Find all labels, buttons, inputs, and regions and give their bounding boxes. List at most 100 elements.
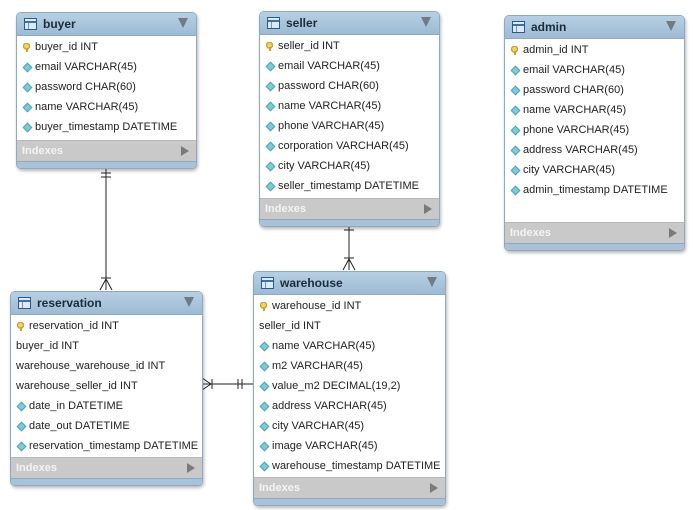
table-footer bbox=[260, 219, 439, 226]
column-row[interactable]: buyer_id INT bbox=[11, 336, 202, 356]
column-row[interactable]: name VARCHAR(45) bbox=[505, 100, 684, 120]
column-row[interactable]: warehouse_seller_id INT bbox=[11, 376, 202, 396]
column-definition: seller_id INT bbox=[259, 320, 321, 332]
collapse-arrow-icon[interactable] bbox=[178, 18, 188, 28]
table-buyer[interactable]: buyer buyer_id INT email VARCHAR(45) pas… bbox=[16, 12, 197, 169]
attribute-icon bbox=[22, 63, 31, 72]
attribute-icon bbox=[259, 422, 268, 431]
table-header[interactable]: buyer bbox=[17, 13, 196, 36]
attribute-icon bbox=[510, 66, 519, 75]
column-row[interactable]: name VARCHAR(45) bbox=[260, 96, 439, 116]
column-row[interactable]: name VARCHAR(45) bbox=[254, 336, 445, 356]
column-row[interactable]: city VARCHAR(45) bbox=[505, 160, 684, 180]
table-seller[interactable]: seller seller_id INT email VARCHAR(45) p… bbox=[259, 11, 440, 227]
column-list: reservation_id INT buyer_id INT warehous… bbox=[11, 315, 202, 456]
table-header[interactable]: reservation bbox=[11, 292, 202, 315]
column-row[interactable]: buyer_id INT bbox=[17, 37, 196, 57]
column-row[interactable]: buyer_timestamp DATETIME bbox=[17, 117, 196, 137]
table-admin[interactable]: admin admin_id INT email VARCHAR(45) pas… bbox=[504, 15, 685, 251]
column-row[interactable]: image VARCHAR(45) bbox=[254, 436, 445, 456]
column-row[interactable]: m2 VARCHAR(45) bbox=[254, 356, 445, 376]
column-definition: password CHAR(60) bbox=[278, 80, 379, 92]
table-header[interactable]: seller bbox=[260, 12, 439, 35]
column-definition: address VARCHAR(45) bbox=[272, 400, 387, 412]
attribute-icon bbox=[259, 402, 268, 411]
table-header[interactable]: admin bbox=[505, 16, 684, 39]
column-definition: admin_timestamp DATETIME bbox=[523, 184, 668, 196]
column-row[interactable]: name VARCHAR(45) bbox=[17, 97, 196, 117]
column-definition: city VARCHAR(45) bbox=[278, 160, 371, 172]
column-row[interactable]: phone VARCHAR(45) bbox=[505, 120, 684, 140]
attribute-icon bbox=[265, 82, 274, 91]
table-footer bbox=[17, 161, 196, 168]
column-row[interactable]: warehouse_id INT bbox=[254, 296, 445, 316]
attribute-icon bbox=[259, 442, 268, 451]
attribute-icon bbox=[22, 123, 31, 132]
attribute-icon bbox=[265, 182, 274, 191]
column-row[interactable]: date_out DATETIME bbox=[11, 416, 202, 436]
column-row[interactable]: value_m2 DECIMAL(19,2) bbox=[254, 376, 445, 396]
column-definition: reservation_timestamp DATETIME bbox=[29, 440, 199, 452]
column-row[interactable]: reservation_timestamp DATETIME bbox=[11, 436, 202, 456]
collapse-arrow-icon[interactable] bbox=[184, 297, 194, 307]
indexes-section[interactable]: Indexes bbox=[260, 198, 439, 219]
collapse-arrow-icon[interactable] bbox=[427, 277, 437, 287]
attribute-icon bbox=[510, 106, 519, 115]
indexes-section[interactable]: Indexes bbox=[254, 477, 445, 498]
column-row[interactable]: email VARCHAR(45) bbox=[17, 57, 196, 77]
expand-arrow-icon[interactable] bbox=[424, 204, 432, 214]
indexes-label: Indexes bbox=[265, 203, 306, 215]
column-definition: password CHAR(60) bbox=[523, 84, 624, 96]
expand-arrow-icon[interactable] bbox=[187, 463, 195, 473]
column-row[interactable]: reservation_id INT bbox=[11, 316, 202, 336]
table-reservation[interactable]: reservation reservation_id INT buyer_id … bbox=[10, 291, 203, 486]
expand-arrow-icon[interactable] bbox=[181, 146, 189, 156]
indexes-section[interactable]: Indexes bbox=[11, 457, 202, 478]
attribute-icon bbox=[265, 62, 274, 71]
column-row[interactable]: seller_timestamp DATETIME bbox=[260, 176, 439, 196]
table-name: buyer bbox=[43, 17, 76, 31]
column-row[interactable]: city VARCHAR(45) bbox=[254, 416, 445, 436]
indexes-label: Indexes bbox=[16, 462, 57, 474]
column-row[interactable]: seller_id INT bbox=[254, 316, 445, 336]
column-definition: email VARCHAR(45) bbox=[278, 60, 380, 72]
column-definition: password CHAR(60) bbox=[35, 81, 136, 93]
column-row[interactable]: phone VARCHAR(45) bbox=[260, 116, 439, 136]
column-row[interactable]: password CHAR(60) bbox=[17, 77, 196, 97]
column-list: warehouse_id INT seller_id INT name VARC… bbox=[254, 295, 445, 476]
column-row[interactable]: warehouse_warehouse_id INT bbox=[11, 356, 202, 376]
column-list: admin_id INT email VARCHAR(45) password … bbox=[505, 39, 684, 200]
attribute-icon bbox=[265, 162, 274, 171]
collapse-arrow-icon[interactable] bbox=[666, 21, 676, 31]
table-header[interactable]: warehouse bbox=[254, 272, 445, 295]
column-row[interactable]: password CHAR(60) bbox=[505, 80, 684, 100]
attribute-icon bbox=[259, 362, 268, 371]
indexes-section[interactable]: Indexes bbox=[17, 140, 196, 161]
crow-foot-prong bbox=[99, 278, 107, 291]
column-row[interactable]: address VARCHAR(45) bbox=[254, 396, 445, 416]
primary-key-icon bbox=[259, 301, 268, 311]
column-row[interactable]: seller_id INT bbox=[260, 36, 439, 56]
column-row[interactable]: date_in DATETIME bbox=[11, 396, 202, 416]
crow-foot-prong bbox=[201, 383, 212, 391]
column-row[interactable]: password CHAR(60) bbox=[260, 76, 439, 96]
column-row[interactable]: admin_id INT bbox=[505, 40, 684, 60]
column-definition: city VARCHAR(45) bbox=[272, 420, 365, 432]
column-row[interactable]: admin_timestamp DATETIME bbox=[505, 180, 684, 200]
column-row[interactable]: email VARCHAR(45) bbox=[505, 60, 684, 80]
expand-arrow-icon[interactable] bbox=[430, 483, 438, 493]
indexes-section[interactable]: Indexes bbox=[505, 222, 684, 243]
column-row[interactable]: corporation VARCHAR(45) bbox=[260, 136, 439, 156]
column-row[interactable]: address VARCHAR(45) bbox=[505, 140, 684, 160]
table-warehouse[interactable]: warehouse warehouse_id INT seller_id INT… bbox=[253, 271, 446, 506]
attribute-icon bbox=[510, 166, 519, 175]
column-row[interactable]: warehouse_timestamp DATETIME bbox=[254, 456, 445, 476]
column-row[interactable]: email VARCHAR(45) bbox=[260, 56, 439, 76]
expand-arrow-icon[interactable] bbox=[669, 228, 677, 238]
column-definition: name VARCHAR(45) bbox=[272, 340, 376, 352]
collapse-arrow-icon[interactable] bbox=[421, 17, 431, 27]
column-definition: m2 VARCHAR(45) bbox=[272, 360, 363, 372]
column-definition: image VARCHAR(45) bbox=[272, 440, 378, 452]
column-list: buyer_id INT email VARCHAR(45) password … bbox=[17, 36, 196, 137]
column-row[interactable]: city VARCHAR(45) bbox=[260, 156, 439, 176]
